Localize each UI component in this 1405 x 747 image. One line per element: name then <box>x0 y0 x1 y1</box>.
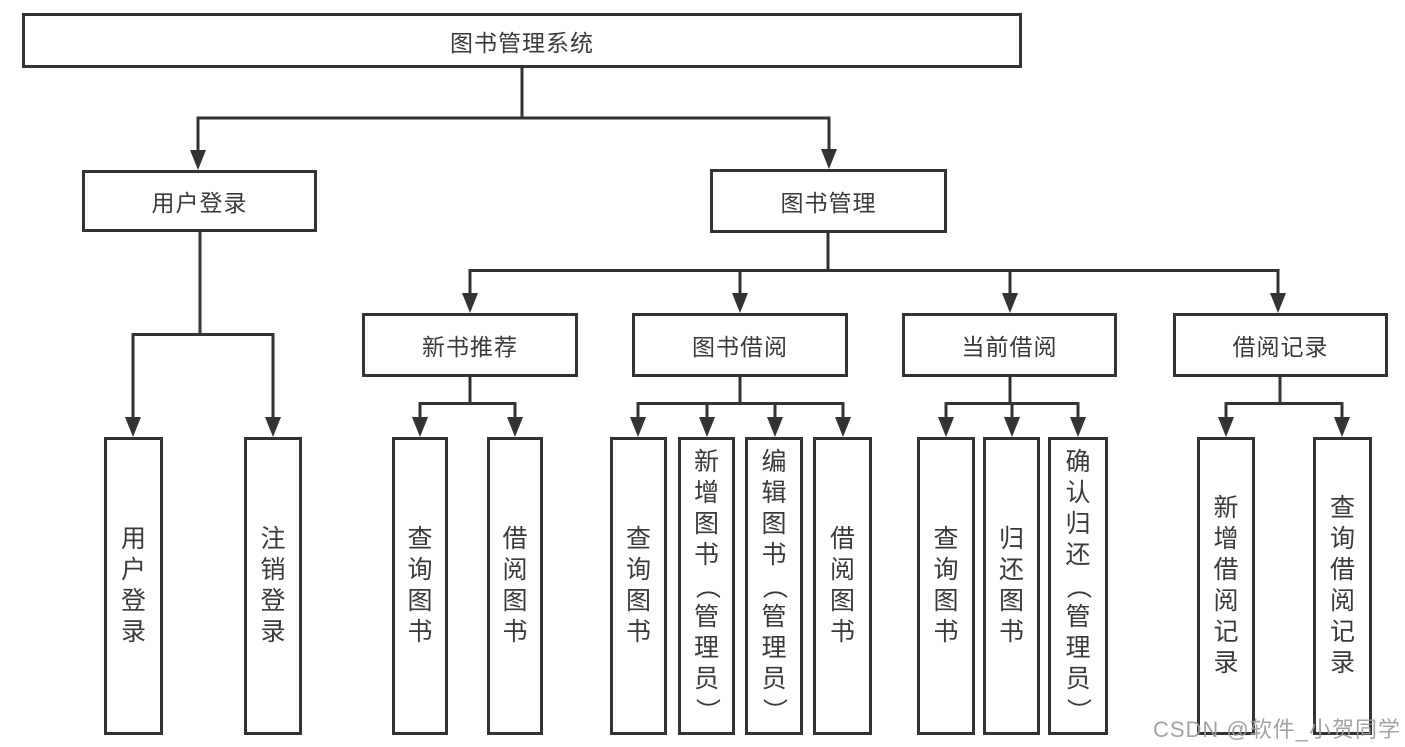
node-leaf-borrow-books-recommend: 借阅图书 <box>487 437 543 735</box>
node-leaf-add-books-admin: 新增图书（管理员） <box>678 437 735 735</box>
arrowhead <box>412 417 428 437</box>
arrowhead <box>821 149 837 169</box>
node-leaf-user-login: 用户登录 <box>104 437 163 735</box>
node-leaf-add-borrow-record-label: 新增借阅记录 <box>1213 494 1239 677</box>
node-root: 图书管理系统 <box>22 13 1022 68</box>
edge-new-book-split <box>418 377 517 420</box>
node-leaf-query-books-recommend: 查询图书 <box>392 437 448 735</box>
arrowhead <box>1334 417 1350 437</box>
node-leaf-confirm-return-admin-label: 确认归还（管理员） <box>1064 447 1093 723</box>
arrowhead <box>1218 417 1234 437</box>
node-root-label: 图书管理系统 <box>450 29 594 56</box>
node-leaf-user-login-label: 用户登录 <box>120 525 146 646</box>
node-book-management: 图书管理 <box>710 169 947 233</box>
arrowhead <box>630 417 646 437</box>
arrowhead <box>767 417 783 437</box>
node-leaf-add-borrow-record: 新增借阅记录 <box>1197 437 1255 735</box>
node-leaf-query-books-borrow-label: 查询图书 <box>625 525 651 646</box>
edge-book-mgmt-split <box>468 233 1280 295</box>
arrowhead <box>125 417 141 437</box>
node-book-borrowing: 图书借阅 <box>632 313 848 377</box>
edge-borrow-records-split <box>1224 377 1344 420</box>
node-leaf-borrow-books-recommend-label: 借阅图书 <box>502 525 528 646</box>
arrowhead <box>699 417 715 437</box>
node-leaf-return-books-label: 归还图书 <box>998 525 1024 646</box>
arrowhead <box>1070 417 1086 437</box>
arrowhead <box>190 150 206 170</box>
node-new-book-recommend-label: 新书推荐 <box>422 334 518 360</box>
node-leaf-edit-books-admin: 编辑图书（管理员） <box>745 437 803 735</box>
arrowhead <box>462 293 478 313</box>
node-borrowing-records-label: 借阅记录 <box>1232 334 1329 360</box>
node-leaf-query-books-current: 查询图书 <box>917 437 975 735</box>
node-borrowing-records: 借阅记录 <box>1173 313 1388 377</box>
node-leaf-logout: 注销登录 <box>244 437 302 735</box>
node-leaf-query-borrow-record: 查询借阅记录 <box>1313 437 1372 735</box>
node-leaf-borrow-books-label: 借阅图书 <box>829 525 855 646</box>
edge-book-borrow-split <box>636 377 845 420</box>
edge-current-borrow-split <box>944 377 1080 420</box>
arrowhead <box>938 417 954 437</box>
node-leaf-edit-books-admin-label: 编辑图书（管理员） <box>760 447 789 723</box>
node-user-login-label: 用户登录 <box>151 190 248 216</box>
arrowhead <box>265 417 281 437</box>
node-current-borrowing: 当前借阅 <box>902 313 1117 377</box>
arrowhead <box>1002 293 1018 313</box>
node-current-borrowing-label: 当前借阅 <box>961 334 1058 360</box>
node-leaf-borrow-books: 借阅图书 <box>813 437 872 735</box>
csdn-watermark: CSDN @软件_小贺同学 <box>1152 717 1401 742</box>
arrowhead <box>732 293 748 313</box>
node-leaf-add-books-admin-label: 新增图书（管理员） <box>692 447 721 723</box>
arrowhead <box>1270 293 1286 313</box>
edge-user-login-split <box>131 232 275 420</box>
arrowhead <box>507 417 523 437</box>
node-new-book-recommend: 新书推荐 <box>362 313 578 377</box>
node-leaf-query-books-recommend-label: 查询图书 <box>407 525 433 646</box>
node-leaf-query-books-borrow: 查询图书 <box>610 437 667 735</box>
edge-root-split <box>196 68 831 152</box>
node-user-login: 用户登录 <box>82 170 317 232</box>
node-leaf-logout-label: 注销登录 <box>260 525 286 646</box>
node-leaf-confirm-return-admin: 确认归还（管理员） <box>1048 437 1108 735</box>
node-leaf-return-books: 归还图书 <box>983 437 1040 735</box>
arrowhead <box>1004 417 1020 437</box>
node-book-borrowing-label: 图书借阅 <box>692 334 788 360</box>
arrowhead <box>835 417 851 437</box>
node-leaf-query-books-current-label: 查询图书 <box>933 525 959 646</box>
node-book-management-label: 图书管理 <box>780 190 877 216</box>
node-leaf-query-borrow-record-label: 查询借阅记录 <box>1329 494 1355 677</box>
